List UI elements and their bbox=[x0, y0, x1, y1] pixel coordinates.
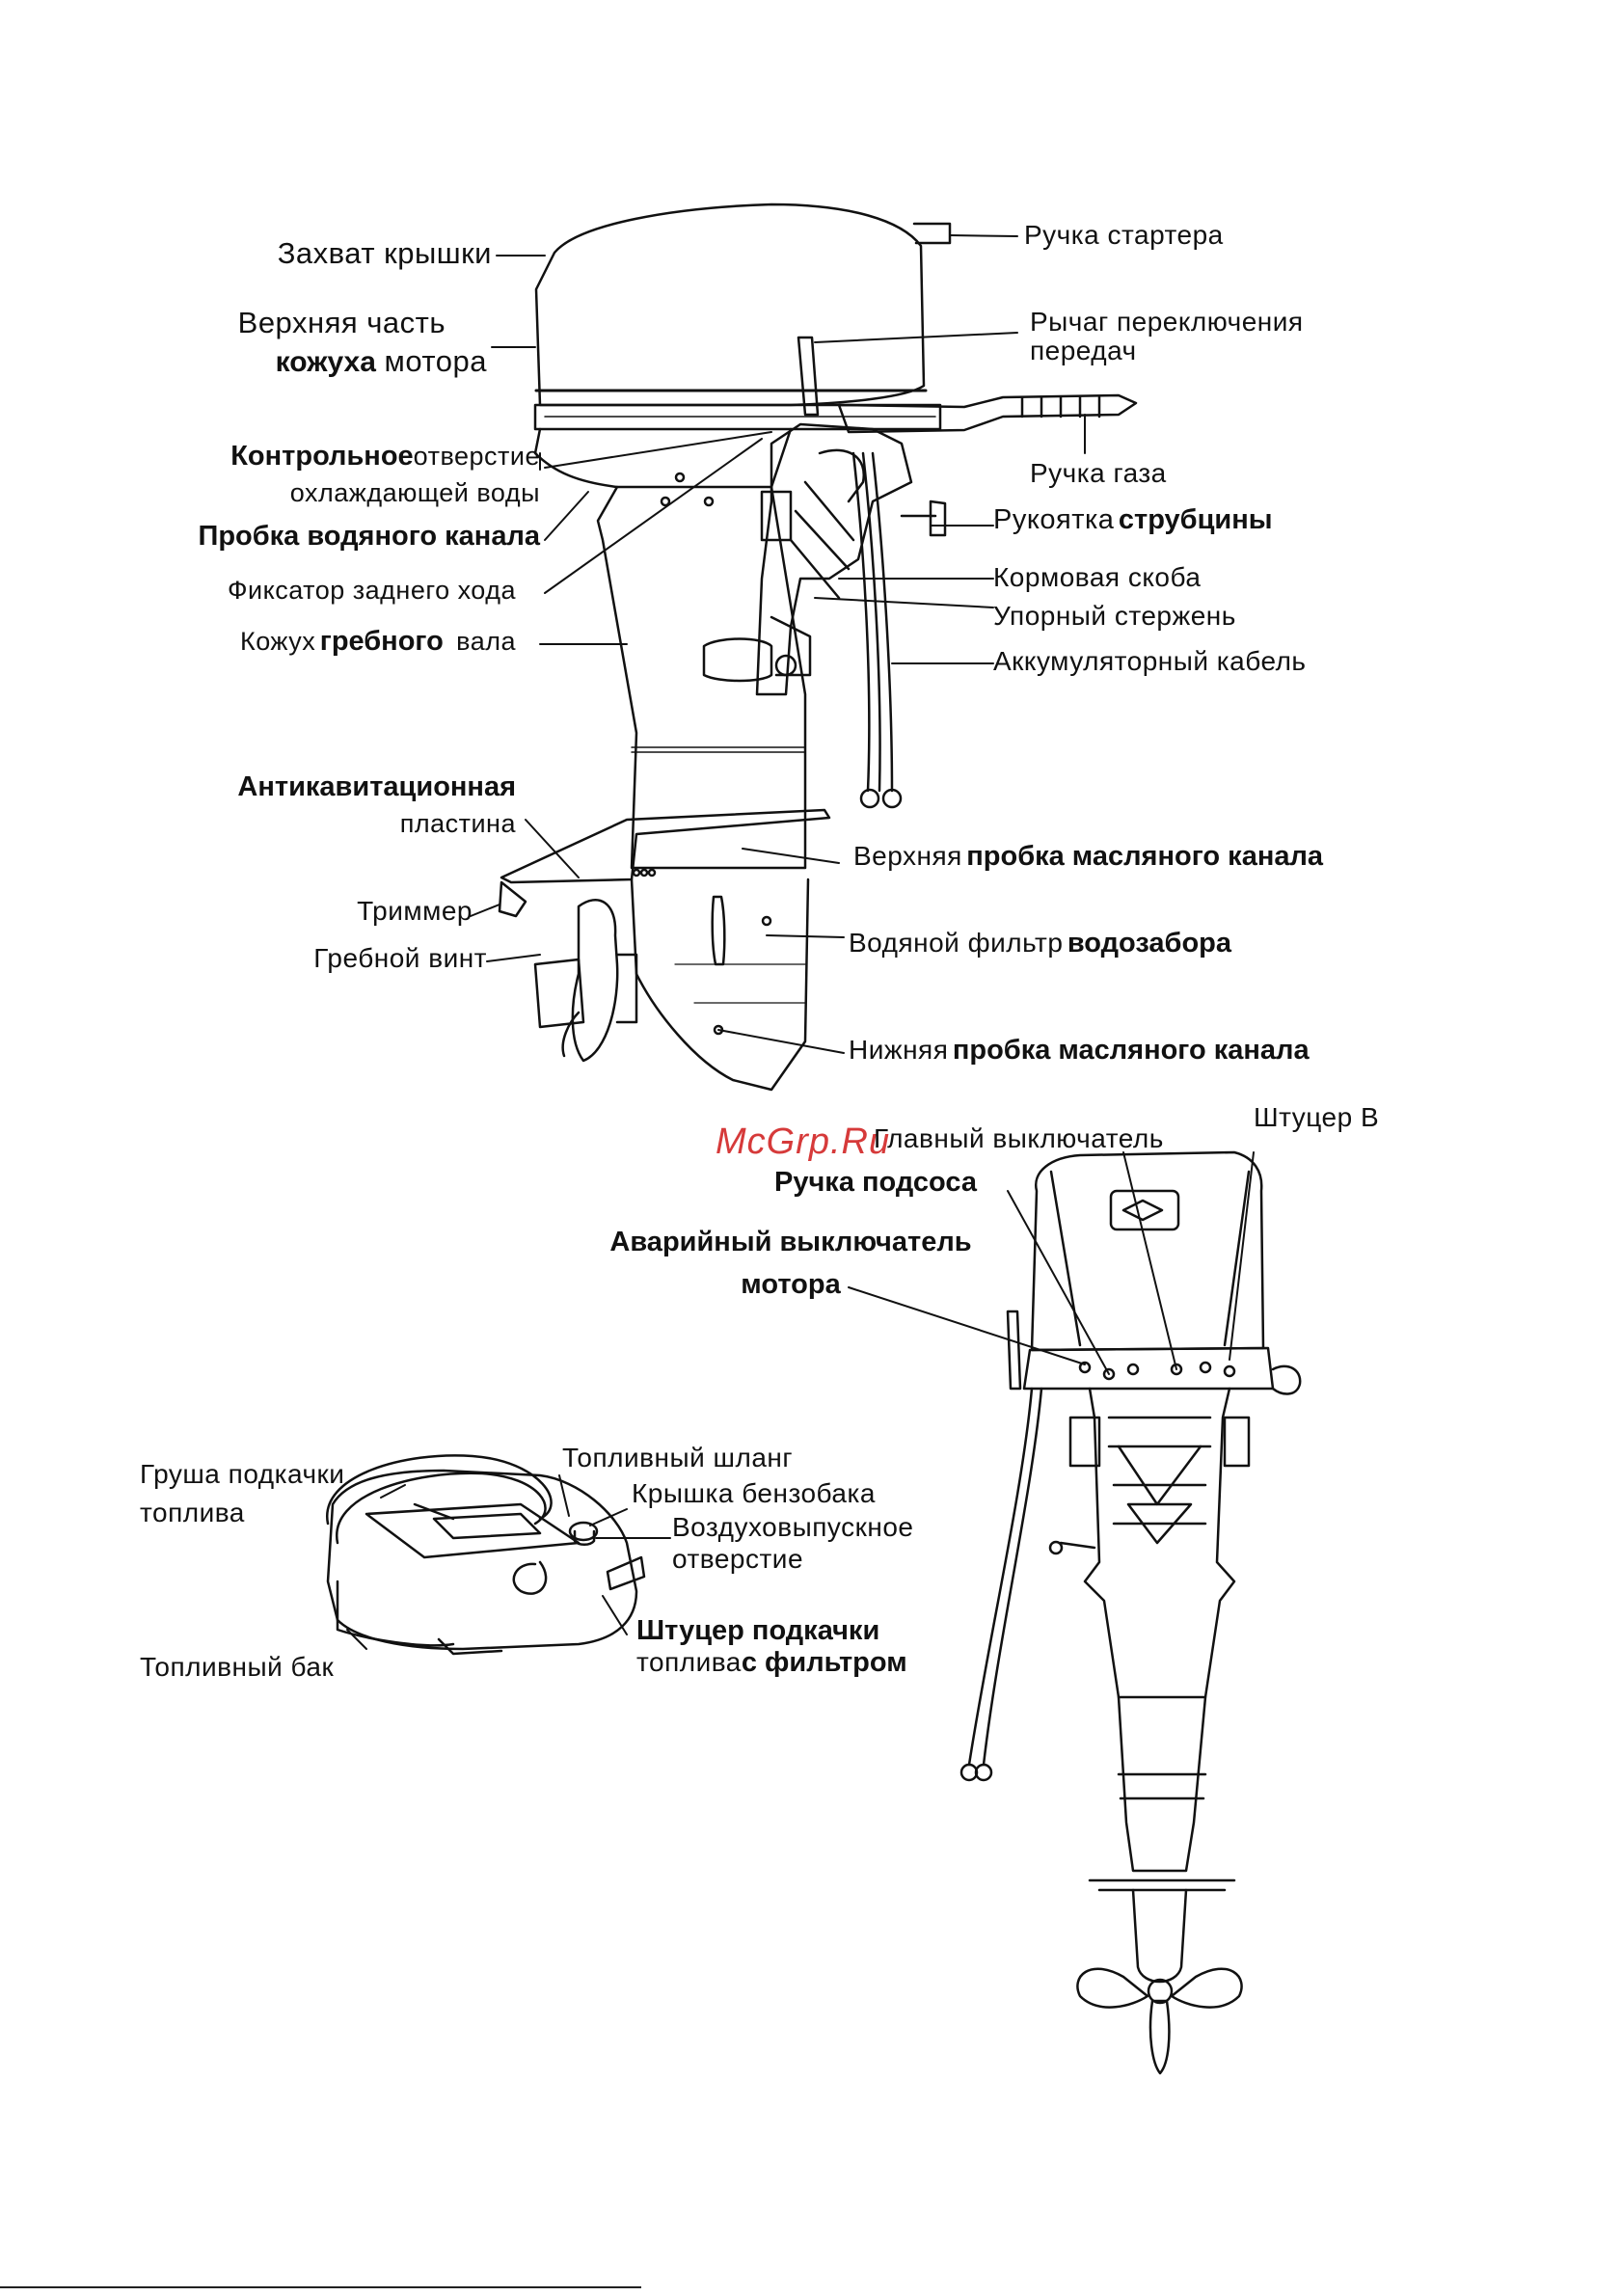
front-gearcase bbox=[1131, 1888, 1188, 1984]
tank-handle-bulb bbox=[326, 1454, 553, 1545]
exhaust-housing bbox=[596, 485, 807, 870]
label-shaft-housing-a: Кожух bbox=[239, 627, 316, 656]
label-battery-cable: Аккумуляторный кабель bbox=[993, 646, 1307, 676]
watermark: McGrp.Ru bbox=[716, 1121, 891, 1162]
label-primer-fitting-2a: топлива bbox=[636, 1647, 742, 1677]
front-rim bbox=[1022, 1346, 1275, 1391]
label-lower-oil-plug-a: Нижняя bbox=[849, 1035, 949, 1065]
label-control-hole-b: отверстие bbox=[413, 442, 540, 471]
label-choke: Ручка подсоса bbox=[774, 1167, 977, 1198]
label-primer-bulb-2: топлива bbox=[140, 1498, 245, 1527]
label-clamp-handle-a: Рукоятка bbox=[993, 504, 1115, 535]
label-shaft-housing-c: вала bbox=[456, 627, 516, 656]
label-stern-bracket: Кормовая скоба bbox=[993, 562, 1202, 592]
label-gear-lever-1: Рычаг переключения bbox=[1030, 307, 1304, 337]
starter-handle-shape bbox=[912, 222, 952, 245]
label-thrust-rod: Упорный стержень bbox=[993, 601, 1236, 631]
side-view-motor bbox=[498, 203, 1138, 1092]
clamp-bracket bbox=[755, 422, 913, 696]
tank-fitting bbox=[606, 1555, 646, 1591]
battery-cable-front bbox=[967, 1387, 1043, 1767]
label-control-hole-a: Контрольное bbox=[230, 441, 414, 472]
label-vent-1: Воздуховыпускное bbox=[672, 1512, 914, 1542]
gearcase bbox=[630, 878, 810, 1092]
label-water-filter: Водяной фильтр водозабора bbox=[849, 928, 1231, 959]
front-driveshaft bbox=[1117, 1695, 1207, 1873]
label-tank-cap: Крышка бензобака bbox=[632, 1478, 876, 1508]
tiller-arm bbox=[837, 393, 1138, 434]
front-cowling bbox=[1030, 1150, 1265, 1352]
label-upper-cover-2: кожуха мотора bbox=[145, 344, 487, 380]
label-primer-fitting-2b: с фильтром bbox=[741, 1647, 907, 1678]
front-anticav bbox=[1088, 1878, 1236, 1892]
label-water-filter-a: Водяной фильтр bbox=[849, 928, 1064, 958]
front-tiller-stub bbox=[1006, 1310, 1022, 1391]
label-lower-oil-plug-b: пробка масляного канала bbox=[952, 1035, 1310, 1066]
propeller bbox=[571, 899, 619, 1063]
front-propeller bbox=[1076, 1967, 1243, 2075]
leader-lines-fuel bbox=[346, 1474, 671, 1650]
label-emergency-1: Аварийный выключатель bbox=[609, 1227, 972, 1257]
front-cowling-badge bbox=[1109, 1189, 1180, 1231]
label-control-hole: Контрольноеотверстие bbox=[96, 441, 540, 473]
tank-body bbox=[326, 1469, 638, 1651]
label-clamp-handle: Рукоятка струбцины bbox=[993, 504, 1273, 536]
lower-cowling bbox=[533, 427, 793, 489]
upper-cowling bbox=[534, 203, 926, 407]
label-upper-oil-plug-b: пробка масляного канала bbox=[966, 841, 1324, 872]
front-midsection bbox=[1083, 1387, 1236, 1699]
label-clamp-handle-b: струбцины bbox=[1118, 504, 1273, 535]
label-primer-fitting-1: Штуцер подкачки bbox=[636, 1615, 880, 1646]
label-shaft-housing: Кожух гребного вала bbox=[77, 626, 516, 658]
label-upper-cover-2b: мотора bbox=[384, 344, 487, 378]
label-propeller: Гребной винт bbox=[313, 943, 487, 973]
gear-lever-shape bbox=[797, 336, 820, 417]
label-trimmer: Триммер bbox=[357, 896, 473, 926]
label-emergency-2: мотора bbox=[741, 1269, 841, 1300]
label-primer-bulb-1: Груша подкачки bbox=[140, 1459, 345, 1489]
leader-lines-top bbox=[470, 234, 1086, 1054]
thrust-rod bbox=[770, 615, 812, 677]
label-main-switch: Главный выключатель bbox=[874, 1123, 1164, 1153]
label-starter-handle: Ручка стартера bbox=[1024, 220, 1224, 250]
label-upper-cover-1: Верхняя часть bbox=[237, 306, 446, 339]
label-fitting-b: Штуцер В bbox=[1254, 1102, 1380, 1132]
label-upper-cover-2a: кожуха bbox=[275, 346, 376, 378]
reverse-lock-knob bbox=[702, 637, 773, 683]
label-vent-2: отверстие bbox=[672, 1544, 804, 1574]
leader-lines-front bbox=[848, 1151, 1255, 1375]
label-water-plug: Пробка водяного канала bbox=[198, 521, 540, 552]
label-primer-fitting-2: топливас фильтром bbox=[636, 1647, 907, 1679]
tank-cap bbox=[568, 1521, 599, 1542]
front-side-knob bbox=[1271, 1364, 1302, 1395]
label-upper-oil-plug: Верхняя пробка масляного канала bbox=[853, 841, 1323, 873]
tank-hose-loop bbox=[512, 1560, 548, 1595]
label-throttle: Ручка газа bbox=[1030, 458, 1167, 488]
label-shaft-housing-b: гребного bbox=[319, 626, 444, 657]
fuel-tank bbox=[326, 1454, 646, 1656]
label-lower-oil-plug: Нижняя пробка масляного канала bbox=[849, 1035, 1310, 1067]
battery-cable-side bbox=[851, 451, 894, 793]
trimmer-tab bbox=[498, 880, 527, 918]
label-fuel-hose: Топливный шланг bbox=[562, 1443, 794, 1472]
label-upper-oil-plug-a: Верхняя bbox=[853, 841, 962, 871]
clamp-screw bbox=[900, 500, 947, 537]
label-gear-lever-2: передач bbox=[1030, 336, 1137, 365]
label-fuel-tank: Топливный бак bbox=[140, 1652, 335, 1682]
label-control-hole-2: охлаждающей воды bbox=[289, 478, 540, 507]
front-view-motor bbox=[959, 1150, 1302, 2075]
label-anticav-2: пластина bbox=[399, 809, 516, 838]
label-cover-grip: Захват крышки bbox=[277, 236, 492, 270]
footer-rule bbox=[0, 2286, 641, 2288]
label-anticav-1: Антикавитационная bbox=[237, 771, 516, 802]
label-water-filter-b: водозабора bbox=[1067, 928, 1232, 959]
label-reverse-lock: Фиксатор заднего хода bbox=[228, 576, 516, 605]
anticavitation-plate bbox=[500, 808, 831, 884]
